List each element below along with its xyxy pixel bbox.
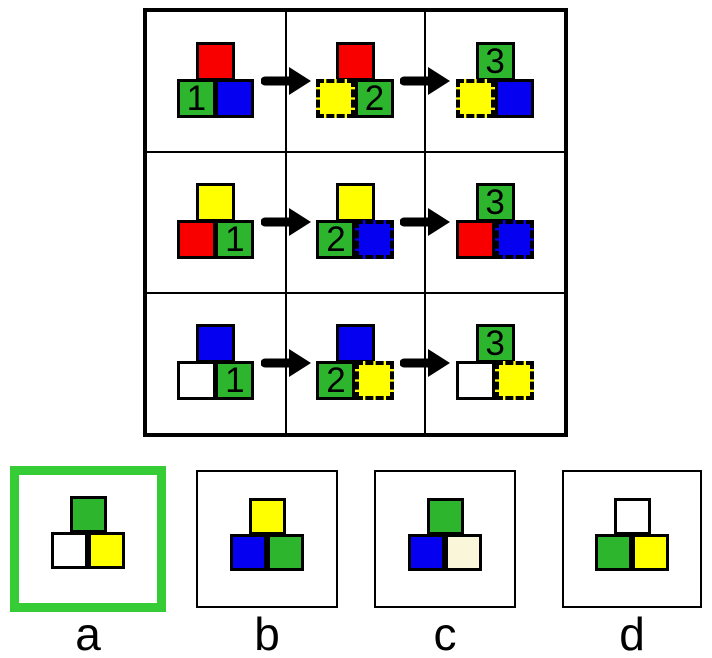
block-white bbox=[51, 532, 88, 569]
block-blue bbox=[335, 324, 375, 363]
block-red bbox=[196, 42, 236, 81]
block-yellow bbox=[88, 532, 125, 569]
option-a[interactable] bbox=[10, 466, 166, 612]
option-label-a: a bbox=[75, 608, 101, 658]
grid-cell-r3c1: 1 bbox=[146, 293, 286, 434]
arrow-right-icon bbox=[400, 67, 450, 95]
block-blue-dashed bbox=[354, 220, 394, 259]
block-yellow bbox=[248, 498, 286, 535]
grid-cell-r2c1: 1 bbox=[146, 152, 286, 293]
block-white bbox=[456, 361, 496, 400]
grid-cell-r1c1: 1 bbox=[146, 11, 286, 152]
grid-cell-r2c2: 2 bbox=[285, 152, 426, 293]
puzzle-grid: 1 2 3 1 2 3 1 2 3 bbox=[143, 8, 568, 437]
block-yellow bbox=[196, 183, 236, 222]
block-green bbox=[595, 534, 632, 571]
block-yellow bbox=[632, 534, 669, 571]
grid-cell-r3c2: 2 bbox=[285, 293, 426, 434]
option-label-d: d bbox=[619, 608, 645, 658]
block-yellow bbox=[335, 183, 375, 222]
block-green: 3 bbox=[475, 324, 515, 363]
block-green: 2 bbox=[316, 361, 356, 400]
block-cream bbox=[445, 534, 482, 571]
option-label-c: c bbox=[433, 608, 457, 658]
option-label-b: b bbox=[254, 608, 280, 658]
block-green bbox=[69, 496, 107, 533]
arrow-right-icon bbox=[261, 349, 311, 377]
block-red bbox=[176, 220, 216, 259]
block-blue bbox=[196, 324, 236, 363]
block-yellow-dashed bbox=[456, 79, 496, 118]
block-green bbox=[426, 498, 464, 535]
block-yellow-dashed bbox=[316, 79, 356, 118]
block-blue bbox=[230, 534, 267, 571]
block-green: 1 bbox=[215, 361, 255, 400]
block-blue bbox=[215, 79, 255, 118]
option-d[interactable] bbox=[562, 470, 702, 608]
block-green: 3 bbox=[475, 183, 515, 222]
block-green: 2 bbox=[316, 220, 356, 259]
arrow-right-icon bbox=[261, 67, 311, 95]
block-green: 1 bbox=[176, 79, 216, 118]
arrow-right-icon bbox=[261, 208, 311, 236]
arrow-right-icon bbox=[400, 208, 450, 236]
grid-cell-r1c3: 3 bbox=[425, 11, 565, 152]
block-white bbox=[613, 498, 651, 535]
option-c[interactable] bbox=[374, 470, 516, 608]
block-red bbox=[456, 220, 496, 259]
grid-cell-r2c3: 3 bbox=[425, 152, 565, 293]
block-white bbox=[176, 361, 216, 400]
block-green bbox=[267, 534, 304, 571]
block-green: 2 bbox=[354, 79, 394, 118]
block-blue bbox=[494, 79, 534, 118]
block-green: 1 bbox=[215, 220, 255, 259]
block-blue bbox=[408, 534, 445, 571]
block-yellow-dashed bbox=[354, 361, 394, 400]
option-b[interactable] bbox=[196, 470, 338, 608]
block-green: 3 bbox=[475, 42, 515, 81]
arrow-right-icon bbox=[400, 349, 450, 377]
block-yellow-dashed bbox=[494, 361, 534, 400]
block-blue-dashed bbox=[494, 220, 534, 259]
block-red bbox=[335, 42, 375, 81]
